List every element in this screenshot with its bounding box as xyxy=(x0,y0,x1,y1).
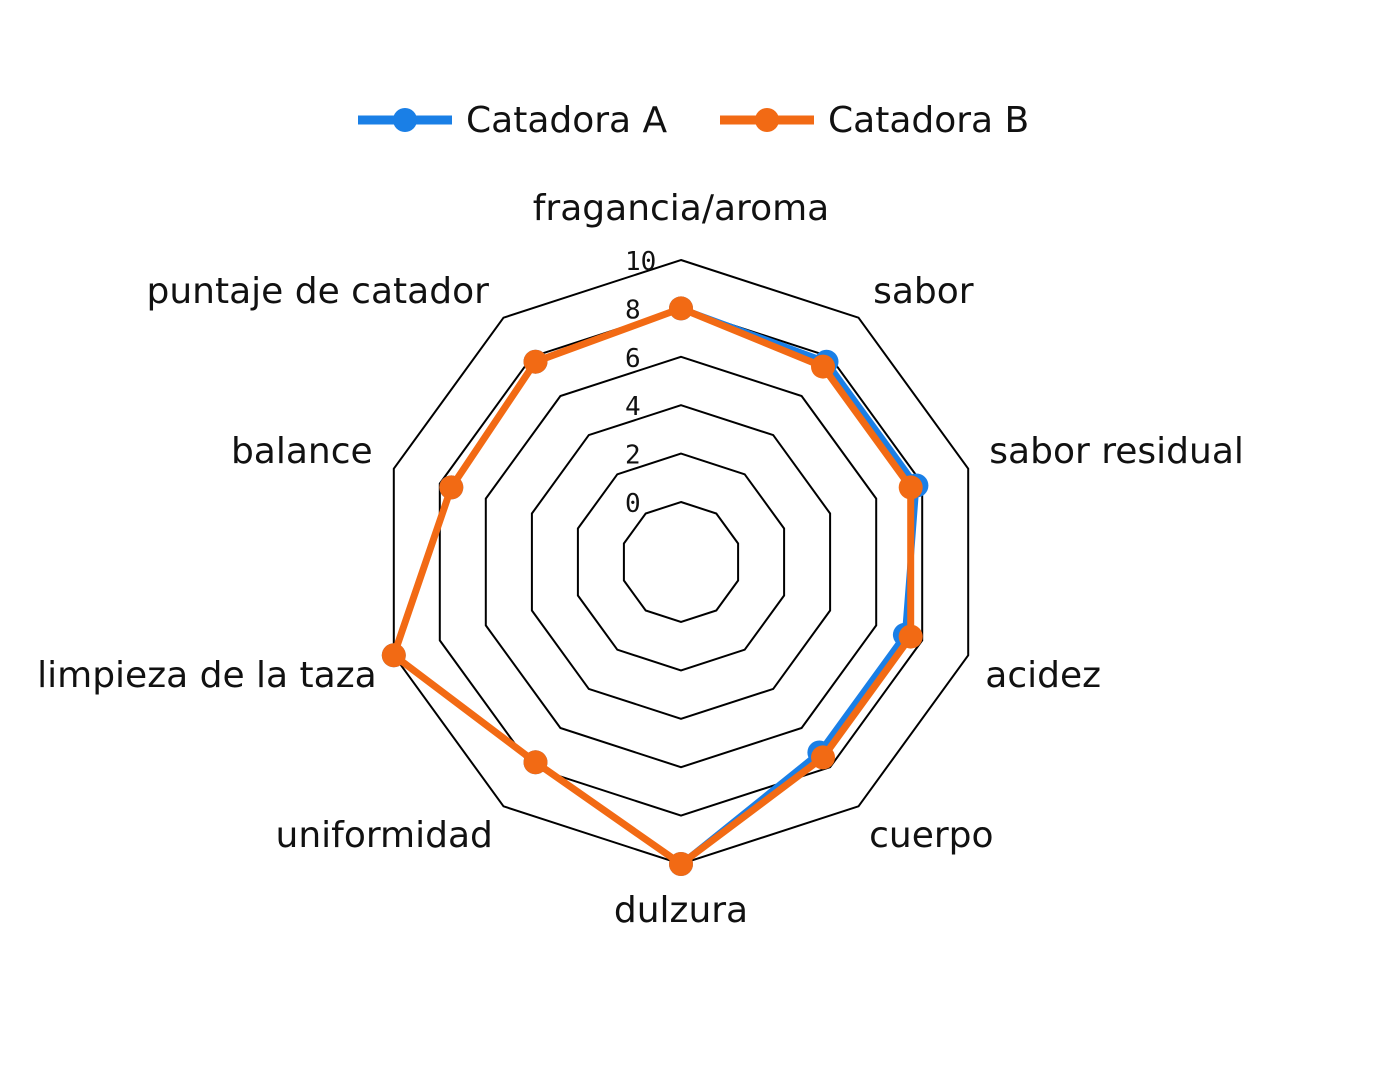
series-0 xyxy=(381,296,929,876)
legend-marker-catadora-a xyxy=(393,108,417,132)
tick-label-6: 6 xyxy=(625,344,641,374)
axis-label-8: balance xyxy=(231,431,373,472)
series-point-1-5 xyxy=(669,852,693,876)
legend-item-b: Catadora B xyxy=(720,100,1029,141)
axis-label-6: uniformidad xyxy=(276,815,493,856)
series-point-1-3 xyxy=(898,624,923,649)
series-line-1 xyxy=(390,304,915,868)
legend-label-catadora-a: Catadora A xyxy=(466,100,668,141)
series-point-1-7 xyxy=(381,643,406,668)
radar-grid xyxy=(392,258,970,866)
series-point-1-9 xyxy=(523,349,548,374)
tick-label-4: 4 xyxy=(625,392,641,422)
axis-label-4: cuerpo xyxy=(869,815,993,856)
grid-ring-4 xyxy=(530,404,832,720)
data-series xyxy=(381,296,929,876)
grid-ring-8 xyxy=(438,307,924,817)
radial-tick-labels: 0 2 4 6 8 10 xyxy=(625,247,656,519)
axis-labels: fragancia/aroma sabor sabor residual acidez… xyxy=(37,188,1244,931)
axis-label-5: dulzura xyxy=(614,890,748,931)
axis-label-9: puntaje de catador xyxy=(146,271,489,312)
tick-label-0: 0 xyxy=(625,489,641,519)
axis-label-1: sabor xyxy=(873,271,974,312)
series-point-1-4 xyxy=(811,745,835,770)
axis-label-3: acidez xyxy=(985,655,1101,696)
axis-label-0: fragancia/aroma xyxy=(533,188,829,229)
series-point-1-8 xyxy=(439,475,464,500)
series-point-1-2 xyxy=(898,475,923,500)
legend-marker-catadora-b xyxy=(755,108,779,132)
axis-label-7: limpieza de la taza xyxy=(37,655,377,696)
series-point-1-1 xyxy=(811,354,835,379)
legend-label-catadora-b: Catadora B xyxy=(828,100,1029,141)
series-point-1-0 xyxy=(669,296,693,321)
tick-label-2: 2 xyxy=(625,441,641,471)
grid-ring-0 xyxy=(622,500,740,624)
series-point-1-6 xyxy=(523,750,548,775)
axis-label-2: sabor residual xyxy=(989,431,1244,472)
series-1 xyxy=(381,296,923,876)
grid-ring-6 xyxy=(484,355,878,769)
grid-ring-10 xyxy=(392,258,970,866)
legend: Catadora A Catadora B xyxy=(358,100,1029,141)
legend-item-a: Catadora A xyxy=(358,100,668,141)
tick-label-8: 8 xyxy=(625,295,641,325)
grid-ring-2 xyxy=(576,452,786,672)
tick-label-10: 10 xyxy=(625,247,656,277)
